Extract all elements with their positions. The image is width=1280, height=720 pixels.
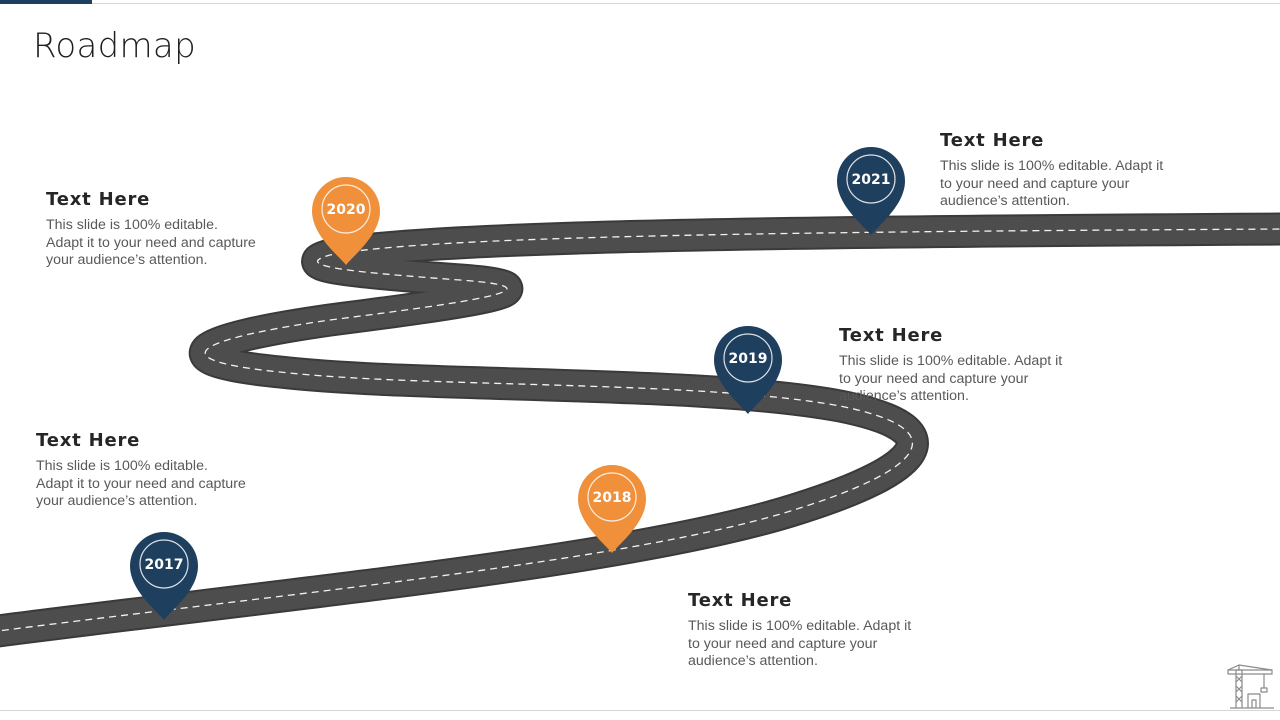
pin-2020-ring [321,184,371,234]
text-block-body: This slide is 100% editable. Adapt it to… [46,217,296,270]
milestone-pin-2019: 2019 [714,326,782,414]
text-block-heading: Text Here [36,430,141,451]
pin-2019-shape [714,326,782,414]
pin-2021-year: 2021 [852,172,891,188]
body-line: your audience’s attention. [36,493,198,509]
body-line: This slide is 100% editable. [36,458,208,474]
body-line: your audience’s attention. [46,252,208,268]
top-rule [0,3,1280,4]
text-block-2017: Text Here This slide is 100% editable. A… [36,430,286,511]
pin-2018-year: 2018 [593,490,632,506]
body-line: to your need and capture your [839,370,1029,387]
pin-2017-shape [130,532,198,620]
body-line: to your need and capture your [688,635,878,652]
pin-2018-ring [587,472,637,522]
pin-2020-shape [312,177,380,265]
pin-2017-year: 2017 [145,557,184,573]
text-block-heading: Text Here [839,325,944,346]
text-block-body: This slide is 100% editable. Adapt it to… [36,458,286,511]
body-line: This slide is 100% editable. Adapt it [839,353,1063,369]
top-accent-bar [0,0,92,4]
text-block-2021: Text Here This slide is 100% editable. A… [940,130,1200,211]
milestone-pin-2017: 2017 [130,532,198,620]
milestone-pin-2021: 2021 [837,147,905,235]
body-line: This slide is 100% editable. Adapt it [688,618,912,634]
pin-2021-shape [837,147,905,235]
body-line: audience’s attention. [839,388,969,404]
body-line: This slide is 100% editable. Adapt it [940,158,1164,174]
pin-2021-ring [846,154,896,204]
pin-2017-ring [139,539,189,589]
milestone-pin-2018: 2018 [578,465,646,553]
pin-2018-shape [578,465,646,553]
text-block-2019: Text Here This slide is 100% editable. A… [839,325,1099,406]
body-line: Adapt it to your need and capture [46,234,256,251]
text-block-2018: Text Here This slide is 100% editable. A… [688,590,948,671]
body-line: audience’s attention. [688,653,818,669]
text-block-body: This slide is 100% editable. Adapt it to… [688,618,948,671]
page-title: Roadmap [33,26,196,66]
pin-2020-year: 2020 [327,202,366,218]
text-block-heading: Text Here [46,189,151,210]
bottom-rule [0,710,1280,711]
milestone-pin-2020: 2020 [312,177,380,265]
road-center-line [0,228,1280,632]
text-block-heading: Text Here [940,130,1045,151]
text-block-body: This slide is 100% editable. Adapt it to… [940,158,1200,211]
body-line: audience’s attention. [940,193,1070,209]
crane-icon [1227,664,1274,709]
text-block-body: This slide is 100% editable. Adapt it to… [839,353,1099,406]
pin-2019-ring [723,333,773,383]
road [0,212,1280,648]
body-line: This slide is 100% editable. [46,217,218,233]
body-line: to your need and capture your [940,175,1130,192]
text-block-heading: Text Here [688,590,793,611]
text-block-2020: Text Here This slide is 100% editable. A… [46,189,296,270]
body-line: Adapt it to your need and capture [36,475,246,492]
pin-2019-year: 2019 [729,351,768,367]
